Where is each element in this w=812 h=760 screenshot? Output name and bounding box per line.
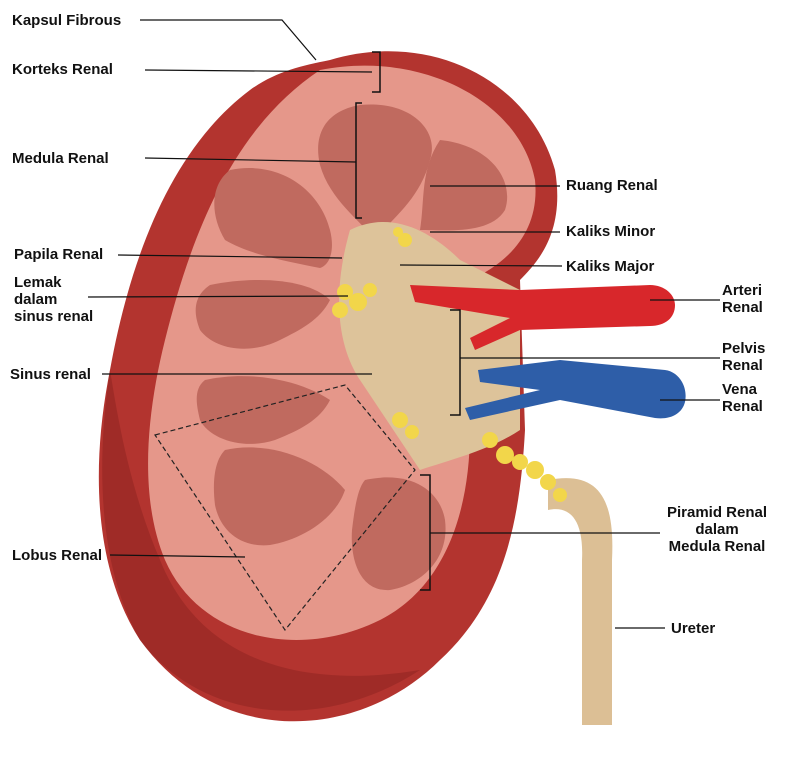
label-ureter: Ureter	[671, 620, 715, 637]
label-line: dalam	[14, 291, 58, 308]
label-kaliks-major: Kaliks Major	[566, 258, 654, 275]
label-line: Medula Renal	[668, 538, 766, 555]
label-line: Kapsul Fibrous	[12, 12, 122, 29]
renal-pyramids	[195, 104, 508, 591]
label-sinus-renal: Sinus renal	[10, 366, 91, 383]
label-line: Korteks Renal	[12, 61, 113, 78]
label-papila-renal: Papila Renal	[14, 246, 103, 263]
renal-artery	[410, 285, 675, 350]
label-line: Kaliks Minor	[566, 223, 656, 240]
renal-vein	[465, 360, 686, 420]
label-line: Kaliks Major	[566, 258, 655, 275]
label-kapsul-fibrous: Kapsul Fibrous	[12, 12, 121, 29]
label-line: sinus renal	[14, 308, 94, 325]
label-line: dalam	[695, 521, 739, 538]
ureter-shape	[548, 478, 613, 725]
label-line: Arteri	[722, 282, 763, 299]
lobus-outline	[154, 384, 416, 632]
label-line: Vena	[722, 381, 758, 398]
label-line: Medula Renal	[12, 150, 109, 167]
label-line: Renal	[722, 299, 763, 316]
label-line: Piramid Renal	[666, 504, 768, 521]
label-kaliks-minor: Kaliks Minor	[566, 223, 655, 240]
label-line: Lobus Renal	[12, 547, 103, 564]
label-line: Lemak	[14, 274, 62, 291]
label-korteks-renal: Korteks Renal	[12, 61, 113, 78]
label-medula-renal: Medula Renal	[12, 150, 109, 167]
label-line: Renal	[722, 357, 763, 374]
kidney-outer-shade	[102, 370, 420, 711]
label-line: Ureter	[671, 620, 716, 637]
label-line: Ruang Renal	[566, 177, 658, 194]
leader-lines	[87, 19, 720, 629]
label-line: Sinus renal	[10, 366, 91, 383]
label-line: Pelvis	[722, 340, 766, 357]
label-ruang-renal: Ruang Renal	[566, 177, 658, 194]
label-lobus-renal: Lobus Renal	[12, 547, 102, 564]
label-line: Papila Renal	[14, 246, 104, 263]
sinus-fat	[332, 227, 567, 502]
label-line: Renal	[722, 398, 763, 415]
